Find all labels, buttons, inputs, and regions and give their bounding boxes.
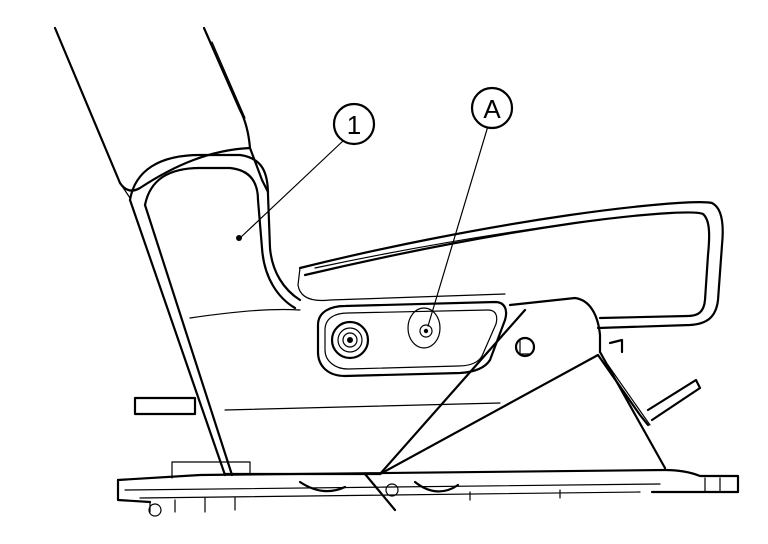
callout-1-label: 1 — [347, 110, 361, 140]
callout-a-label: A — [483, 94, 501, 124]
callout-a: A — [470, 86, 514, 130]
recliner-side-cover — [128, 153, 501, 477]
screw-point-a — [407, 307, 441, 349]
leader-line-1 — [239, 139, 345, 239]
recliner-control-panel — [316, 300, 508, 378]
recliner-knob — [330, 320, 370, 360]
seatback — [53, 26, 270, 199]
leader-line-a — [427, 125, 489, 327]
bracket-bolt — [608, 338, 624, 354]
callout-1: 1 — [332, 102, 376, 146]
seat-lower-frame — [223, 296, 667, 476]
seat-cushion — [297, 201, 724, 330]
seat-rail — [116, 378, 740, 517]
leader-dot-1 — [236, 235, 242, 241]
